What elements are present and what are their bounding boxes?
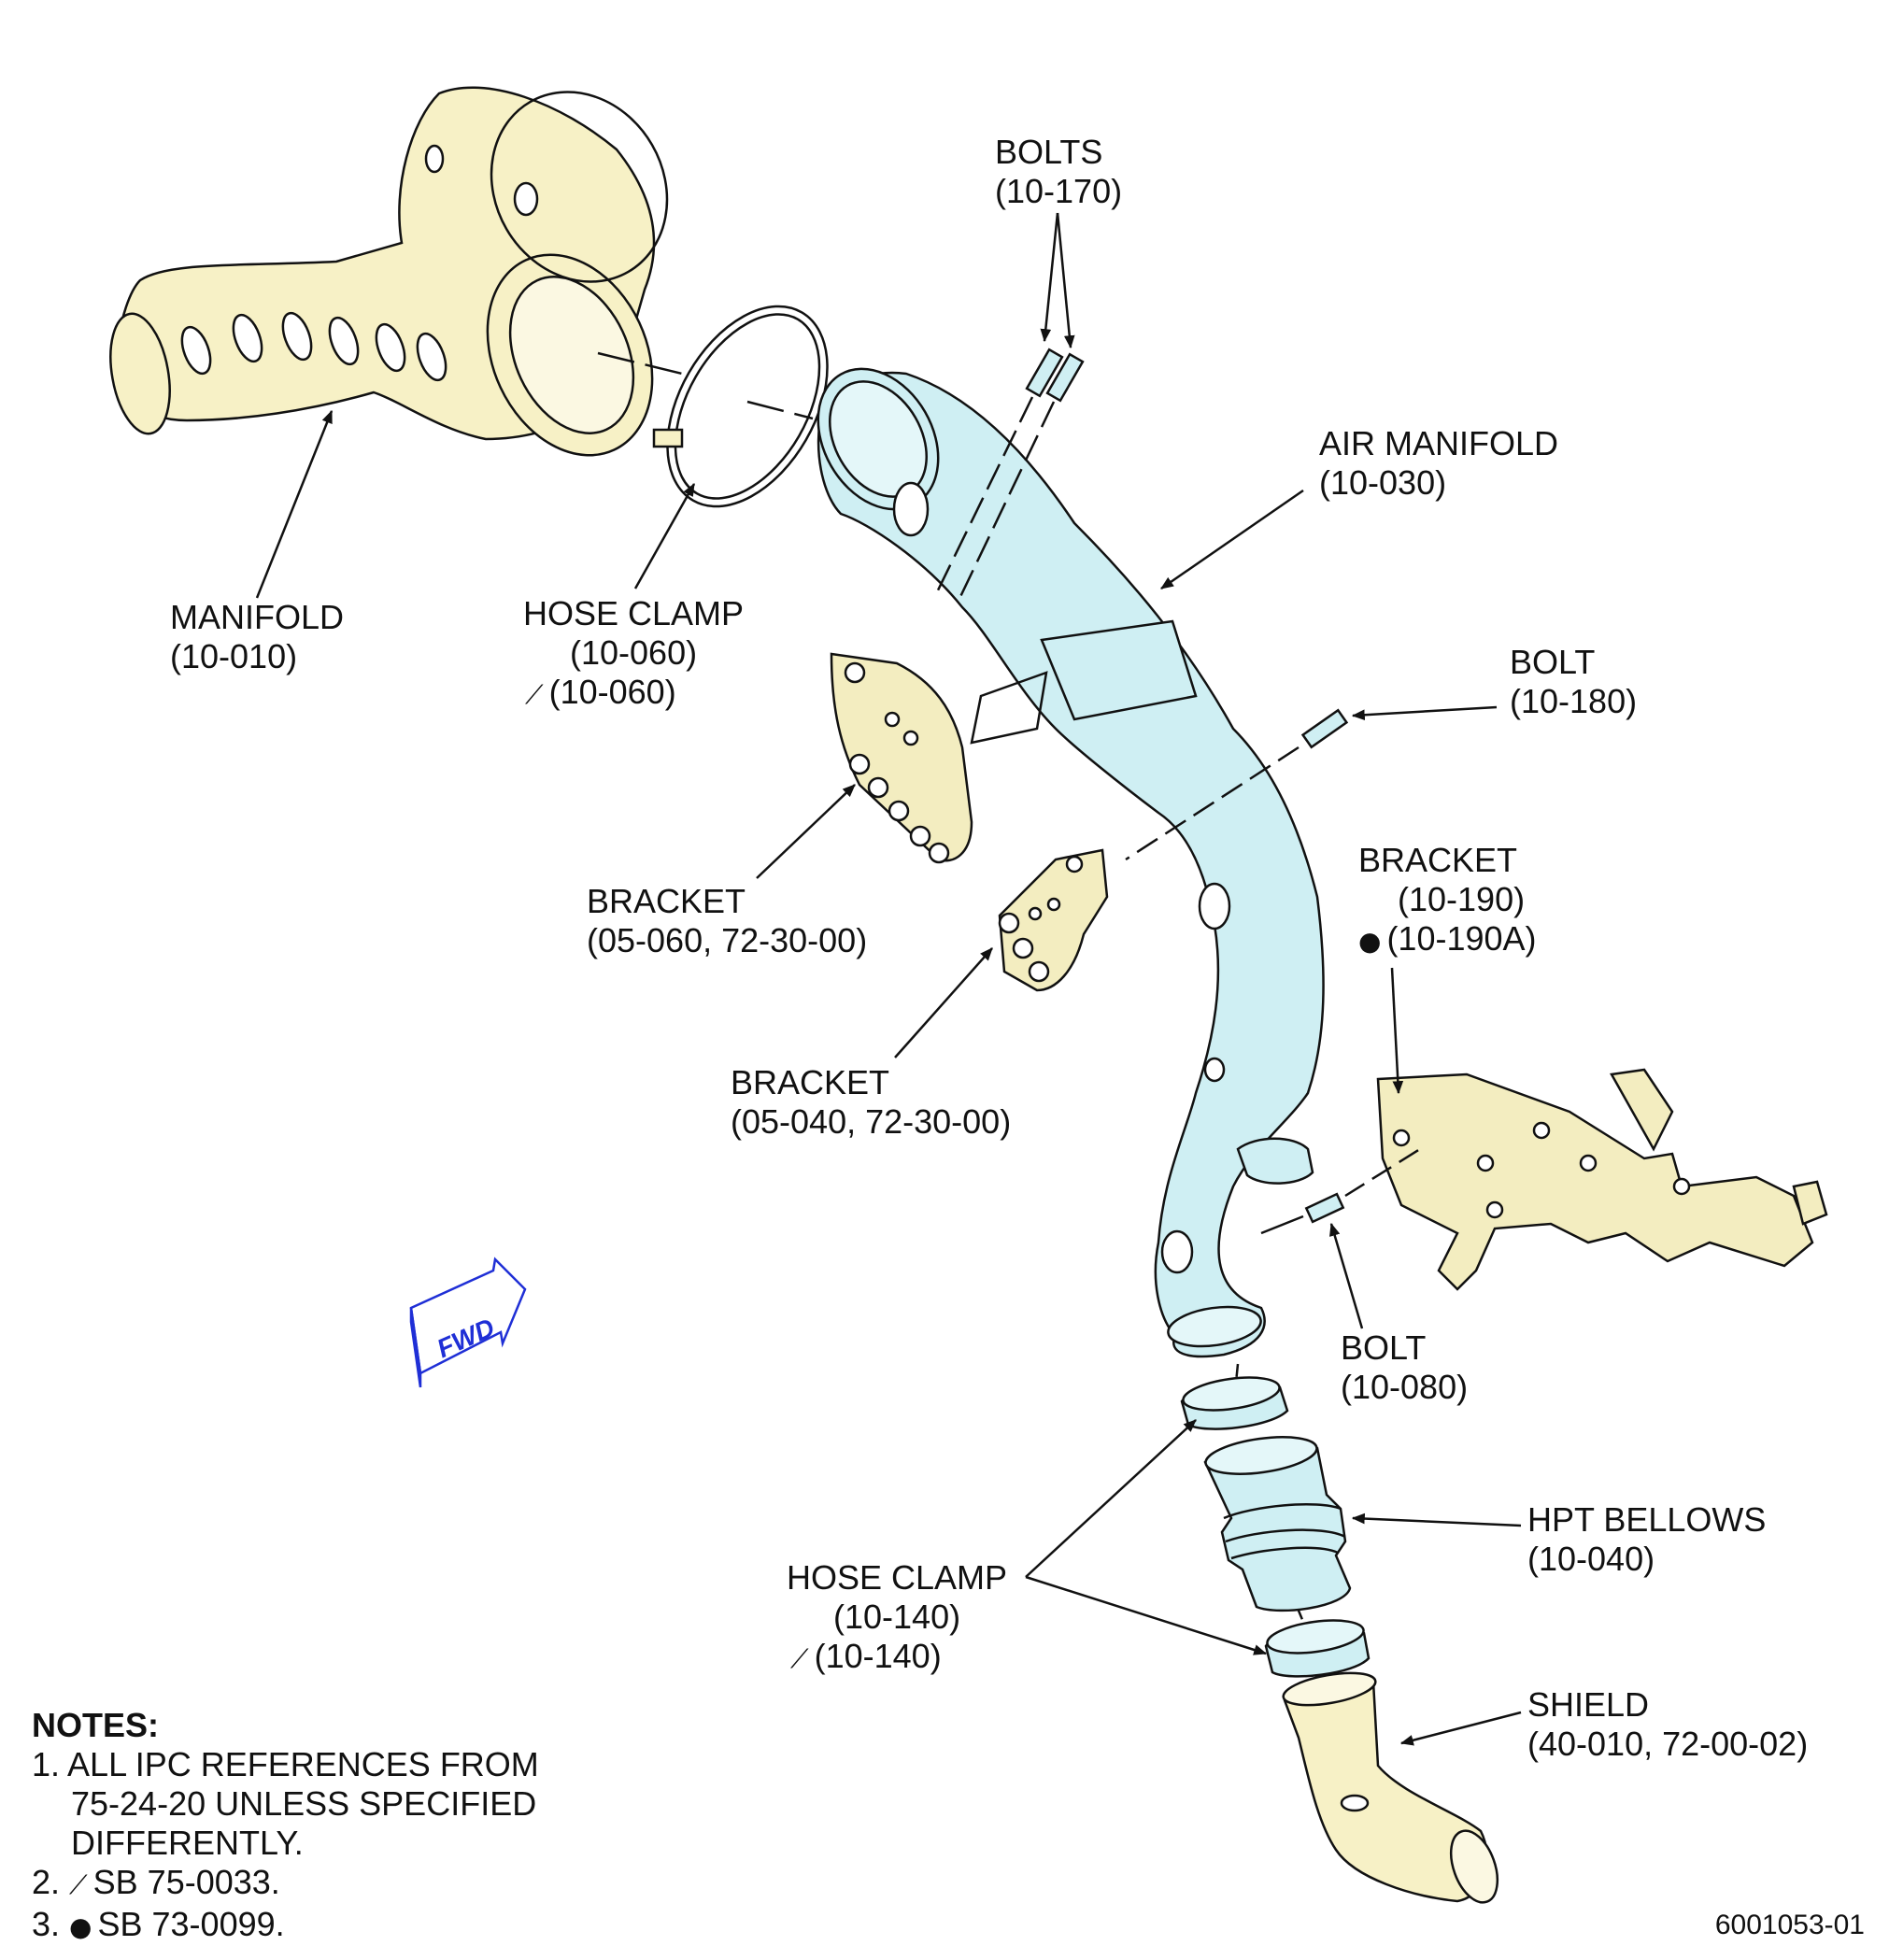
callout-hose-clamp-bottom: HOSE CLAMP (10-140) ⟋(10-140) [787,1558,1007,1679]
note-2-text: SB 75-0033. [92,1863,280,1901]
callout-bolts: BOLTS (10-170) [995,133,1122,211]
callout-bracket-05-060-name: BRACKET [587,882,746,920]
callout-manifold-name: MANIFOLD [170,598,345,636]
callout-air-manifold: AIR MANIFOLD (10-030) [1319,424,1558,503]
callout-shield-name: SHIELD [1527,1685,1650,1724]
callout-hose-clamp-top-ref: (10-060) [570,633,698,672]
callout-bolt-10-180: BOLT (10-180) [1510,643,1637,721]
air-manifold-part [817,367,1325,1358]
callout-bracket-10-190-alt: ●(10-190A) [1358,919,1537,961]
bolt-10-080-part [1260,1147,1421,1235]
callout-hose-clamp-top-name: HOSE CLAMP [523,594,745,632]
note-1-line-3: DIFFERENTLY. [71,1824,304,1862]
note-3: 3. ●SB 73-0099. [32,1905,539,1947]
callout-bracket-05-060-ref: (05-060, 72-30-00) [587,921,868,959]
callout-bolt-10-180-ref: (10-180) [1510,682,1638,720]
sb-73-0099-dot-icon: ● [69,1911,92,1942]
sb-73-0099-dot-icon: ● [1358,926,1382,957]
note-3-number: 3. [32,1905,61,1943]
bracket-05-060-part [830,652,973,864]
callout-bracket-05-040-name: BRACKET [731,1063,890,1101]
bracket-05-040-part [998,848,1109,992]
shield-part [1282,1671,1499,1904]
callout-hose-clamp-bottom-alt-ref: (10-140) [814,1637,942,1675]
manifold-part [109,86,669,457]
leader-lines [255,212,1522,1746]
callout-air-manifold-name: AIR MANIFOLD [1319,424,1559,462]
sb-75-0033-triangle-icon: ⟋ [790,1643,809,1674]
callout-bolt-10-080: BOLT (10-080) [1341,1328,1468,1407]
hose-clamp-top-part [652,305,829,508]
document-number: 6001053-01 [1714,1910,1865,1940]
notes-title: NOTES: [32,1706,160,1744]
hose-clamp-bottom-lower-part [1264,1619,1371,1678]
callout-air-manifold-ref: (10-030) [1319,463,1447,502]
callout-manifold: MANIFOLD (10-010) [170,598,344,676]
callout-bracket-05-060: BRACKET (05-060, 72-30-00) [587,882,867,960]
callout-bracket-05-040-ref: (05-040, 72-30-00) [731,1102,1012,1141]
bracket-10-190-part [1376,1068,1828,1291]
callout-bolts-ref: (10-170) [995,172,1123,210]
note-2-number: 2. [32,1863,61,1901]
callout-bracket-10-190: BRACKET (10-190) ●(10-190A) [1358,841,1537,961]
callout-hose-clamp-bottom-alt: ⟋(10-140) [787,1637,1007,1679]
callout-hose-clamp-bottom-name: HOSE CLAMP [787,1558,1008,1597]
sb-75-0033-triangle-icon: ⟋ [525,679,544,710]
callout-hose-clamp-top-alt-ref: (10-060) [548,673,676,711]
hpt-bellows-part [1203,1436,1352,1612]
callout-bolt-10-180-name: BOLT [1510,643,1596,681]
bolts-10-170-part [932,348,1085,604]
callout-hpt-bellows: HPT BELLOWS (10-040) [1527,1500,1766,1579]
callout-bracket-05-040: BRACKET (05-040, 72-30-00) [731,1063,1011,1142]
note-2: 2. ⟋SB 75-0033. [32,1863,539,1905]
hose-clamp-bottom-upper-part [1180,1376,1289,1430]
callout-hpt-bellows-name: HPT BELLOWS [1527,1500,1767,1539]
notes-block: NOTES: 1. ALL IPC REFERENCES FROM 75-24-… [32,1706,539,1947]
note-1-line-1: 1. ALL IPC REFERENCES FROM [32,1745,539,1783]
callout-bolts-name: BOLTS [995,133,1103,171]
callout-bracket-10-190-name: BRACKET [1358,841,1518,879]
callout-shield: SHIELD (40-010, 72-00-02) [1527,1685,1808,1764]
callout-bracket-10-190-alt-ref: (10-190A) [1386,919,1537,958]
callout-bolt-10-080-ref: (10-080) [1341,1368,1469,1406]
callout-manifold-ref: (10-010) [170,637,298,675]
note-1-line-2: 75-24-20 UNLESS SPECIFIED [71,1784,537,1823]
bolt-10-180-part [1125,708,1349,861]
callout-hose-clamp-bottom-ref: (10-140) [833,1598,961,1636]
callout-hose-clamp-top-alt: ⟋(10-060) [523,673,744,715]
callout-hose-clamp-top: HOSE CLAMP (10-060) ⟋(10-060) [523,594,744,715]
callout-hpt-bellows-ref: (10-040) [1527,1540,1655,1578]
callout-shield-ref: (40-010, 72-00-02) [1527,1725,1809,1763]
callout-bolt-10-080-name: BOLT [1341,1328,1427,1367]
note-3-text: SB 73-0099. [97,1905,285,1943]
fwd-arrow-icon: FWD [409,1257,527,1388]
sb-75-0033-triangle-icon: ⟋ [69,1869,88,1900]
callout-bracket-10-190-ref: (10-190) [1398,880,1526,918]
